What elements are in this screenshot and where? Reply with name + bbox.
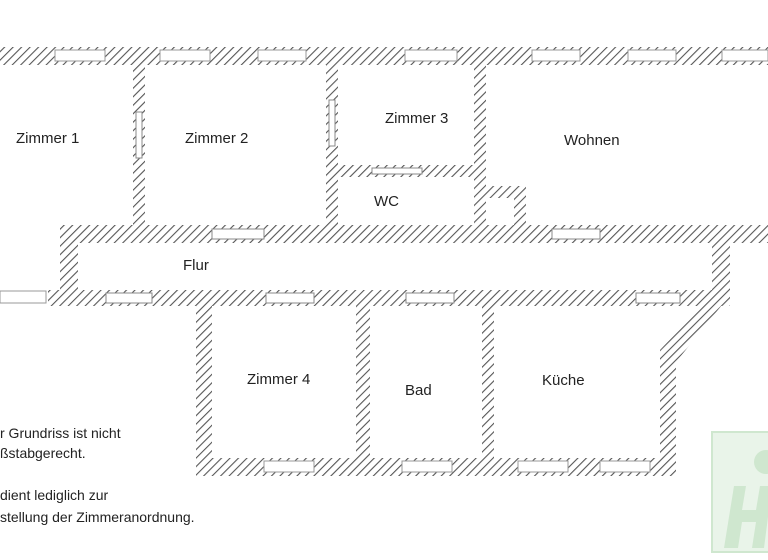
- note-line-3: dient lediglich zur: [0, 487, 109, 503]
- wall-zimmer4-left: [196, 306, 212, 476]
- room-label-zimmer2: Zimmer 2: [185, 130, 249, 147]
- wall-kueche-diagonal: [660, 295, 730, 362]
- note-line-4: stellung der Zimmeranordnung.: [0, 509, 195, 525]
- doors: [105, 99, 681, 304]
- room-label-flur: Flur: [183, 257, 209, 274]
- room-label-zimmer3: Zimmer 3: [385, 110, 449, 127]
- shaft: [486, 186, 526, 226]
- company-logo: [711, 431, 768, 553]
- wall-bad-kueche: [482, 306, 494, 460]
- note-line-1: r Grundriss ist nicht: [0, 425, 121, 441]
- wall-zimmer3-wohnen: [474, 65, 486, 225]
- room-label-wc: WC: [374, 193, 399, 210]
- room-label-zimmer4: Zimmer 4: [247, 371, 311, 388]
- wall-corridor-top: [60, 225, 768, 243]
- wall-corridor-left: [60, 225, 78, 305]
- wall-corridor-bottom: [48, 290, 730, 306]
- wall-zimmer4-bad: [356, 306, 370, 460]
- room-label-bad: Bad: [405, 382, 432, 399]
- room-label-zimmer1: Zimmer 1: [16, 130, 80, 147]
- note-line-2: ßstabgerecht.: [0, 445, 86, 461]
- room-label-kueche: Küche: [542, 372, 585, 389]
- wall-corridor-right: [712, 243, 730, 295]
- windows: [0, 49, 768, 473]
- room-label-wohnen: Wohnen: [564, 132, 620, 149]
- wall-kueche-right: [660, 350, 676, 476]
